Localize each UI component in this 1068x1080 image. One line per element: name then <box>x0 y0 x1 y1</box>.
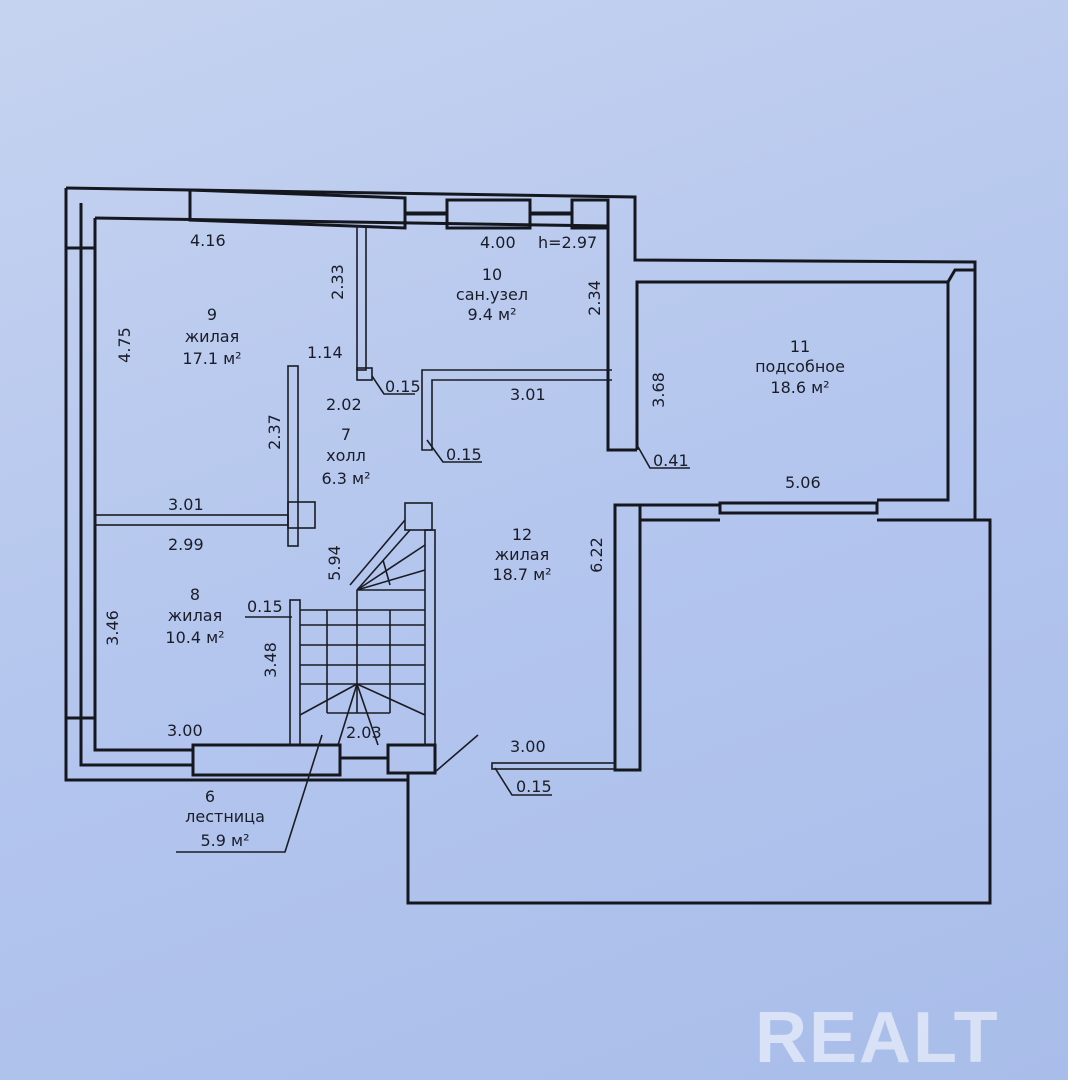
svg-text:3.00: 3.00 <box>510 737 546 756</box>
room-9-label: 9 жилая 17.1 м² <box>182 305 241 368</box>
svg-text:сан.узел: сан.узел <box>456 285 528 304</box>
svg-text:17.1 м²: 17.1 м² <box>182 349 241 368</box>
svg-text:подсобное: подсобное <box>755 357 845 376</box>
room-10-label: 10 сан.узел 9.4 м² <box>456 265 528 324</box>
svg-text:0.15: 0.15 <box>385 377 421 396</box>
svg-text:18.7 м²: 18.7 м² <box>492 565 551 584</box>
svg-text:жилая: жилая <box>185 327 239 346</box>
svg-text:6: 6 <box>205 787 215 806</box>
window-bottom <box>191 743 342 777</box>
svg-text:8: 8 <box>190 585 200 604</box>
svg-text:0.15: 0.15 <box>516 777 552 796</box>
dimensions: 4.16 4.00 h=2.97 4.75 2.33 2.34 1.14 0.1… <box>103 231 821 796</box>
svg-text:0.41: 0.41 <box>653 451 689 470</box>
svg-text:холл: холл <box>326 446 366 465</box>
ceiling-height: h=2.97 <box>538 233 597 252</box>
room-6-label: 6 лестница 5.9 м² <box>185 787 265 850</box>
svg-text:0.15: 0.15 <box>247 597 283 616</box>
walls <box>64 186 992 905</box>
svg-text:3.46: 3.46 <box>103 610 122 646</box>
realt-watermark: REALT <box>755 998 1000 1078</box>
svg-text:3.01: 3.01 <box>168 495 204 514</box>
svg-text:2.33: 2.33 <box>328 264 347 300</box>
svg-text:0.15: 0.15 <box>446 445 482 464</box>
svg-text:3.00: 3.00 <box>167 721 203 740</box>
svg-text:2.99: 2.99 <box>168 535 204 554</box>
svg-text:3.68: 3.68 <box>649 372 668 408</box>
window-left <box>64 246 97 720</box>
svg-text:лестница: лестница <box>185 807 265 826</box>
svg-text:12: 12 <box>512 525 532 544</box>
svg-text:жилая: жилая <box>495 545 549 564</box>
svg-text:9: 9 <box>207 305 217 324</box>
svg-text:10: 10 <box>482 265 502 284</box>
stair-arrow <box>382 559 391 586</box>
svg-text:2.34: 2.34 <box>585 280 604 316</box>
svg-text:5.9 м²: 5.9 м² <box>200 831 249 850</box>
svg-text:2.02: 2.02 <box>326 395 362 414</box>
staircase <box>176 519 426 853</box>
svg-text:4.16: 4.16 <box>190 231 226 250</box>
svg-text:2.37: 2.37 <box>265 414 284 450</box>
window-room11 <box>718 501 879 515</box>
door-swing <box>434 734 479 773</box>
svg-text:5.06: 5.06 <box>785 473 821 492</box>
svg-text:11: 11 <box>790 337 810 356</box>
svg-text:2.03: 2.03 <box>346 723 382 742</box>
svg-text:3.48: 3.48 <box>261 642 280 678</box>
svg-text:1.14: 1.14 <box>307 343 343 362</box>
svg-text:7: 7 <box>341 425 351 444</box>
svg-text:6.22: 6.22 <box>587 537 606 573</box>
room-7-label: 7 холл 6.3 м² <box>321 425 370 488</box>
partitions <box>94 225 612 746</box>
svg-text:жилая: жилая <box>168 606 222 625</box>
svg-text:3.01: 3.01 <box>510 385 546 404</box>
room-11-label: 11 подсобное 18.6 м² <box>755 337 845 397</box>
room-12-label: 12 жилая 18.7 м² <box>492 525 551 584</box>
svg-text:18.6 м²: 18.6 м² <box>770 378 829 397</box>
room-8-label: 8 жилая 10.4 м² <box>165 585 224 647</box>
svg-text:6.3 м²: 6.3 м² <box>321 469 370 488</box>
window-top-1 <box>188 188 407 230</box>
svg-text:5.94: 5.94 <box>325 545 344 581</box>
svg-text:4.75: 4.75 <box>115 327 134 363</box>
svg-text:4.00: 4.00 <box>480 233 516 252</box>
svg-text:10.4 м²: 10.4 м² <box>165 628 224 647</box>
stair-leader <box>176 734 323 853</box>
svg-text:9.4 м²: 9.4 м² <box>467 305 516 324</box>
